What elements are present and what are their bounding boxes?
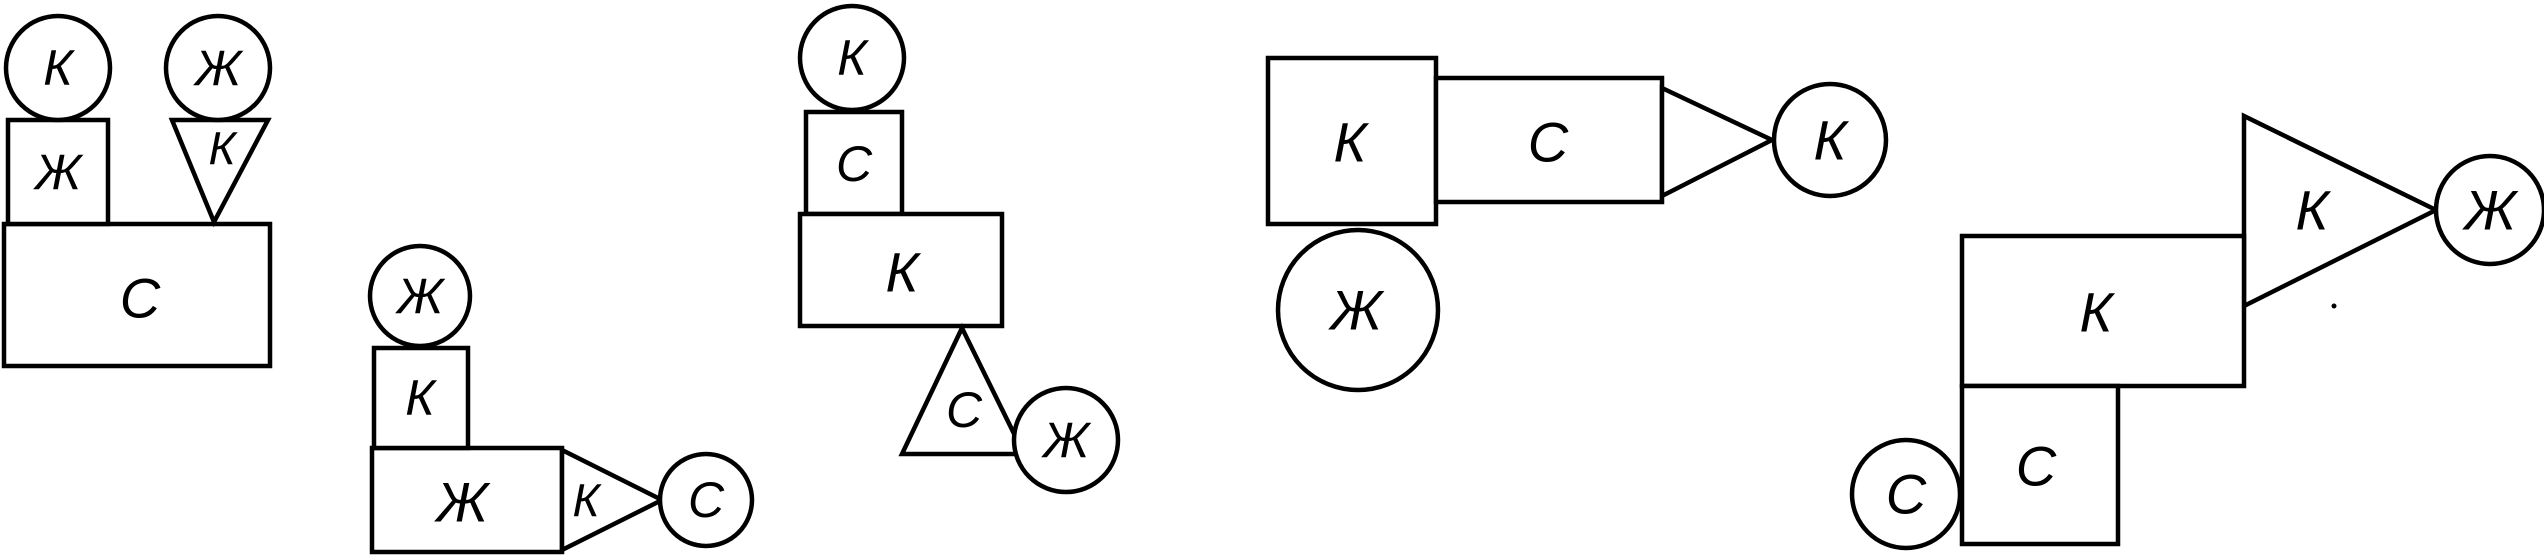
fig5-triangle — [2241, 112, 2442, 310]
fig1-circle-right-label: Ж — [192, 40, 244, 96]
fig5-circle-right — [2433, 153, 2544, 267]
figure-5: К Ж К С С — [1849, 112, 2544, 551]
fig4-circle-right-label: К — [1813, 109, 1849, 172]
fig5-rectangle — [1959, 233, 2247, 389]
fig5-rectangle-label: К — [2079, 281, 2115, 344]
fig4-triangle — [1659, 84, 1778, 200]
fig2-rectangle-label: Ж — [433, 471, 491, 534]
fig1-circle-left — [3, 13, 113, 123]
fig5-circle-left — [1849, 437, 1963, 551]
fig4-square — [1265, 55, 1439, 227]
fig3-circle-right — [1011, 385, 1121, 495]
fig1-square-label: Ж — [32, 144, 84, 200]
fig2-circle-right-label: С — [688, 472, 725, 528]
fig5-square — [1959, 383, 2121, 547]
fig3-triangle-label: С — [946, 382, 983, 438]
fig1-square — [5, 117, 111, 227]
fig2-circle-top-label: Ж — [394, 268, 446, 324]
fig2-triangle — [559, 446, 668, 554]
fig4-square-label: К — [1333, 111, 1369, 174]
fig1-triangle-label: К — [208, 122, 238, 174]
figure-4: К С К Ж — [1265, 55, 1889, 393]
fig4-circle-bottom-label: Ж — [1327, 279, 1385, 342]
fig4-circle-bottom — [1275, 227, 1441, 393]
fig5-circle-left-label: С — [1886, 463, 1927, 526]
fig4-rectangle-label: С — [1528, 111, 1569, 174]
fig1-circle-right — [163, 13, 273, 123]
fig3-rectangle-label: К — [885, 241, 921, 304]
figure-3: К С К С Ж — [797, 3, 1121, 495]
fig1-base-rectangle — [1, 221, 273, 369]
fig4-circle-right — [1771, 81, 1889, 199]
fig4-rectangle — [1433, 75, 1665, 205]
fig3-rectangle — [797, 211, 1005, 329]
figure-1: К Ж Ж К С — [1, 13, 273, 369]
fig5-square-label: С — [2016, 435, 2057, 498]
figure-2: Ж К Ж К С — [367, 243, 755, 555]
fig1-rectangle-label: С — [120, 267, 161, 330]
fig3-circle-right-label: Ж — [1040, 412, 1092, 468]
fig3-square-label: С — [836, 136, 873, 192]
fig5-circle-right-label: Ж — [2461, 179, 2519, 242]
stray-dot — [2331, 303, 2337, 309]
fig2-triangle-label: К — [572, 474, 602, 526]
fig2-circle-right — [657, 451, 755, 549]
fig5-triangle-label: К — [2295, 179, 2331, 242]
fig3-circle-top-label: К — [837, 30, 869, 86]
fig2-square-label: К — [405, 370, 437, 426]
fig1-circle-left-label: К — [43, 40, 75, 96]
fig2-circle-top — [367, 243, 473, 349]
fig3-triangle — [898, 322, 1028, 457]
fig3-square — [803, 109, 905, 217]
